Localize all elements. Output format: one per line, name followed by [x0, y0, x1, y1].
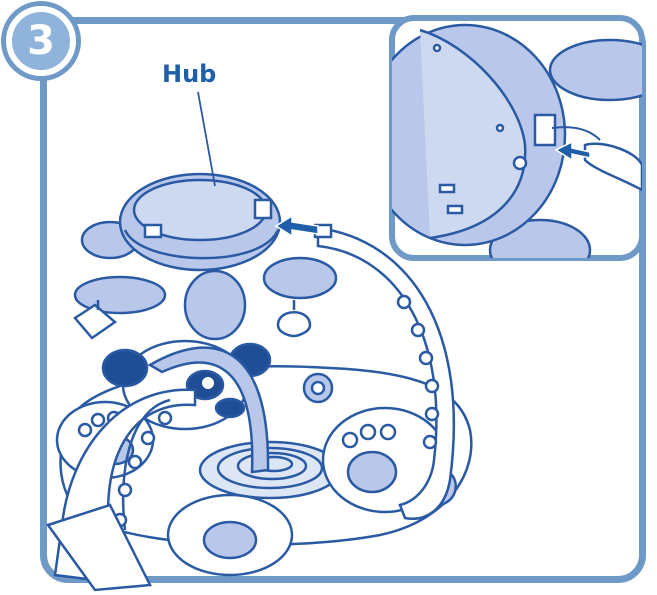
step-badge: 3 — [6, 6, 76, 76]
hub-pointer-line — [197, 91, 216, 187]
callout-push-arrow-icon — [554, 140, 591, 162]
hub — [73, 172, 338, 341]
hub-label: Hub — [162, 60, 217, 88]
mobile-arm — [313, 223, 455, 520]
step-number: 3 — [27, 18, 55, 64]
play-arches — [45, 346, 270, 592]
detail-callout — [389, 15, 645, 261]
push-arrow-icon — [274, 214, 319, 238]
